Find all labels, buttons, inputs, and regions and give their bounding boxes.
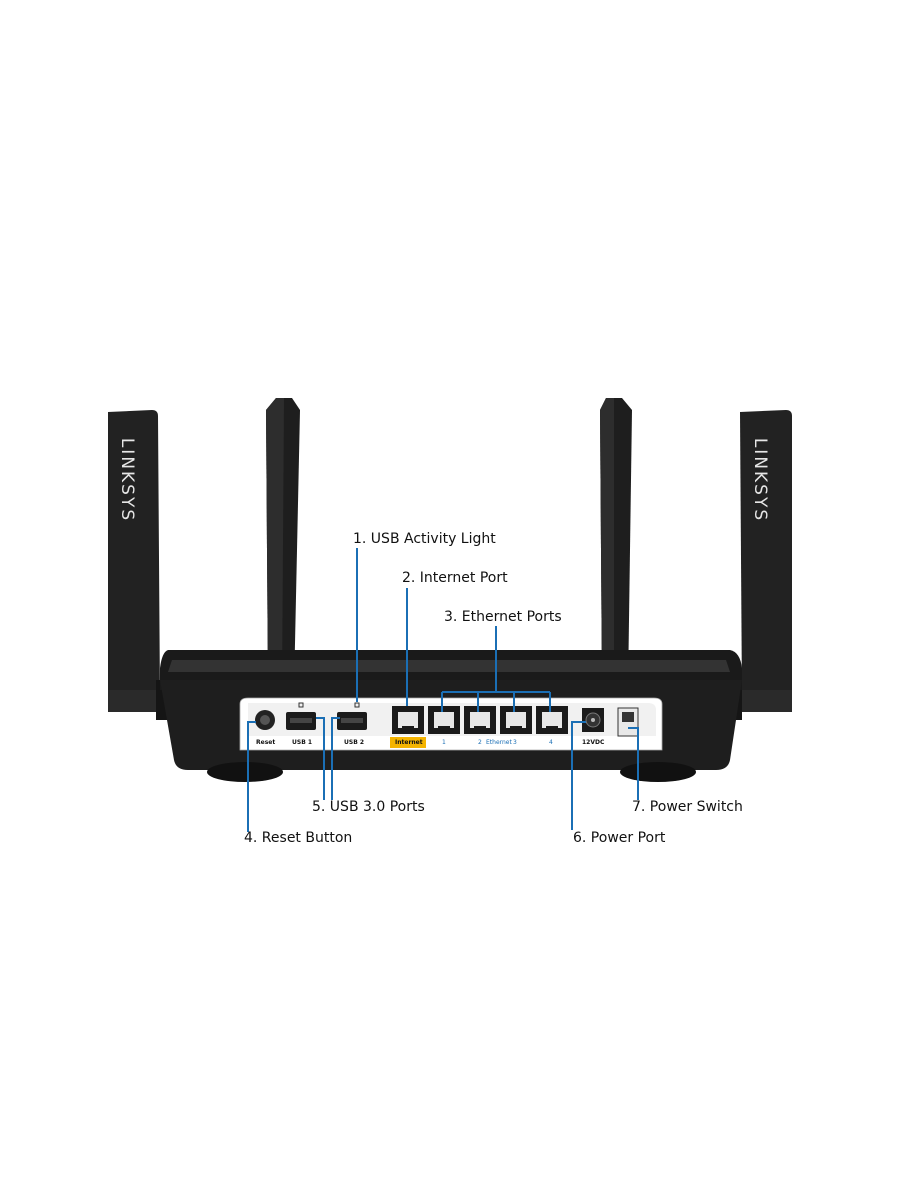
reset-label: Reset: [256, 739, 276, 746]
usb1-light: [298, 702, 304, 708]
left-paddle-antenna: [108, 410, 168, 720]
usb2-label: USB 2: [344, 739, 365, 746]
power-dc-label: 12VDC: [582, 739, 605, 746]
ethernet-port-4: [536, 706, 568, 734]
callout-line-reset-button: [247, 721, 256, 832]
ethernet-port-2: [464, 706, 496, 734]
callout-usb-activity-light: 1. USB Activity Light: [353, 531, 496, 547]
reset-button: [255, 710, 275, 730]
usb-port-1: [286, 712, 316, 730]
left-foot: [207, 762, 283, 782]
ethernet-label: Ethernet: [486, 739, 512, 746]
callout-reset-button: 4. Reset Button: [244, 830, 353, 846]
callout-ethernet-ports: 3. Ethernet Ports: [444, 609, 562, 625]
ethernet-1-label: 1: [442, 739, 446, 746]
callout-line-usb-ports: [316, 717, 340, 800]
ethernet-port-3: [500, 706, 532, 734]
usb1-label: USB 1: [292, 739, 313, 746]
callout-line-power-port: [571, 721, 586, 830]
internet-port: [392, 706, 424, 734]
callout-line-ethernet-ports: [441, 626, 551, 712]
callout-line-power-switch: [628, 727, 639, 800]
ethernet-2-label: 2: [478, 739, 482, 746]
callout-usb-ports: 5. USB 3.0 Ports: [312, 799, 425, 815]
ethernet-3-label: 3: [513, 739, 517, 746]
usb2-light: [354, 702, 360, 708]
callout-power-port: 6. Power Port: [573, 830, 666, 846]
ethernet-port-1: [428, 706, 460, 734]
power-switch: [617, 707, 639, 737]
ethernet-4-label: 4: [549, 739, 553, 746]
right-pole-antenna: [600, 398, 632, 690]
right-brand-logo: LINKSYS: [750, 437, 771, 523]
left-pole-antenna: [266, 398, 300, 690]
internet-label: Internet: [395, 739, 423, 746]
usb-port-2: [337, 712, 367, 730]
power-port: [582, 708, 604, 732]
right-foot: [620, 762, 696, 782]
callout-lines: [247, 548, 639, 832]
left-brand-logo: LINKSYS: [117, 437, 138, 523]
router-rim-highlight: [168, 660, 730, 672]
internet-label-highlight: [390, 737, 426, 748]
callout-power-switch: 7. Power Switch: [632, 799, 743, 815]
callout-internet-port: 2. Internet Port: [402, 570, 508, 586]
